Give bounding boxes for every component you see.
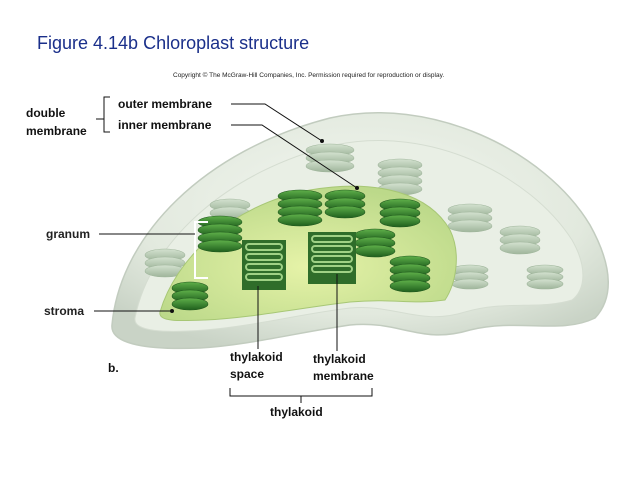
outer-membrane-label: outer membrane (118, 97, 213, 111)
thylakoid-space-label-line1: thylakoid (230, 350, 283, 364)
double-membrane-label-line1: double (26, 106, 66, 120)
thylakoid-space-label: thylakoid space (230, 350, 283, 382)
grana-stacks (171, 189, 431, 311)
copyright-notice: Copyright © The McGraw-Hill Companies, I… (173, 72, 445, 79)
sectioned-grana (242, 232, 356, 290)
double-membrane-label-line2: membrane (26, 124, 87, 138)
background-grana (144, 143, 564, 290)
granum-label: granum (46, 227, 91, 241)
thylakoid-space-label-line2: space (230, 367, 265, 381)
figure-title: Figure 4.14b Chloroplast structure (37, 33, 310, 53)
granum-highlight-box (194, 221, 208, 279)
panel-letter: b. (108, 361, 119, 375)
stroma-label: stroma (44, 304, 85, 318)
thylakoid-membrane-label-line2: membrane (313, 369, 374, 383)
thylakoid-membrane-label-line1: thylakoid (313, 352, 366, 366)
inner-membrane-label: inner membrane (118, 118, 212, 132)
thylakoid-membrane-label: thylakoid membrane (313, 352, 374, 384)
double-membrane-label: double membrane (26, 106, 87, 139)
leader-lines (94, 96, 373, 403)
thylakoid-label: thylakoid (270, 405, 323, 419)
